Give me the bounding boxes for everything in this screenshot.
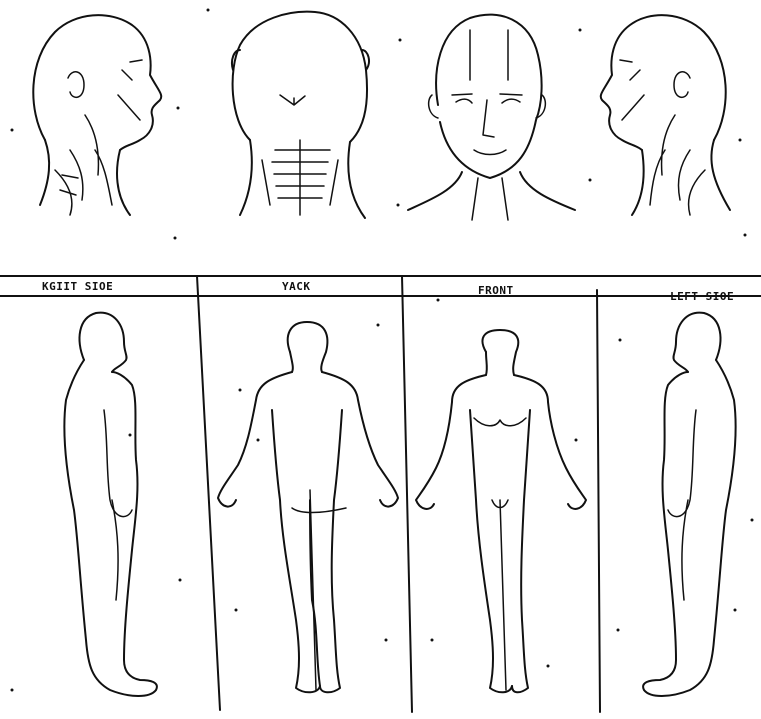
head-back	[232, 12, 369, 218]
label-front: FRONT	[478, 284, 514, 297]
body-back	[218, 322, 398, 692]
head-front	[408, 15, 575, 220]
body-right-side	[64, 313, 156, 696]
head-left-profile	[601, 15, 730, 215]
body-left-side	[643, 313, 735, 696]
label-right-side: KGIIT SIOE	[42, 280, 113, 293]
label-left-side: LEFT SIOE	[670, 290, 734, 303]
body-front	[416, 330, 586, 692]
label-back: YACK	[282, 280, 311, 293]
speckle-noise	[11, 9, 754, 692]
head-right-profile	[33, 15, 161, 215]
panel-grid	[0, 276, 761, 712]
